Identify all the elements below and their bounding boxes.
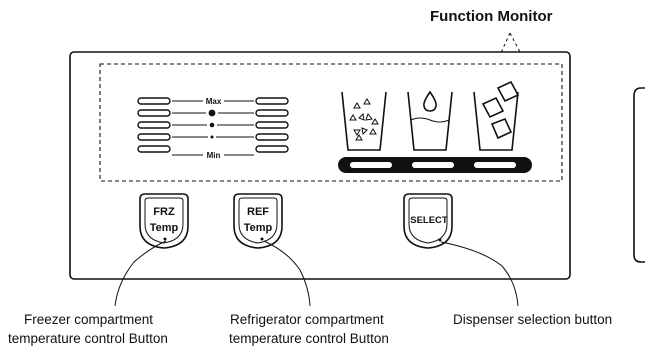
scale-bar	[137, 109, 171, 117]
scale-bar	[137, 145, 171, 153]
water-icon	[407, 90, 453, 151]
dispenser-mode-icons	[341, 80, 520, 151]
scale-bar	[137, 121, 171, 129]
refrigerator-leader-line	[263, 240, 311, 307]
scale-max-label: Max	[206, 97, 222, 106]
indicator-crushed	[350, 162, 392, 168]
cubed-ice-icon	[473, 80, 520, 151]
freezer-caption-line-2: temperature control Button	[8, 331, 168, 346]
freezer-button-label-2: Temp	[150, 222, 179, 234]
level-dot-medium	[209, 122, 215, 128]
scale-bar	[255, 109, 289, 117]
crushed-ice-icon	[341, 91, 387, 151]
dispenser-leader-line	[440, 241, 519, 307]
freezer-temp-button[interactable]: FRZ Temp	[139, 193, 189, 249]
select-button[interactable]: SELECT	[403, 193, 453, 249]
refrigerator-button-label-1: REF	[247, 206, 269, 218]
scale-bar	[255, 97, 289, 105]
freezer-caption-line-1: Freezer compartment	[24, 312, 153, 327]
refrigerator-temp-button[interactable]: REF Temp	[233, 193, 283, 249]
display-area	[99, 63, 563, 182]
freezer-button-indicator	[163, 237, 167, 241]
dispenser-mode-bars	[338, 157, 532, 173]
scale-bar	[137, 133, 171, 141]
freezer-button-label-1: FRZ	[153, 206, 175, 218]
indicator-cubed	[474, 162, 516, 168]
scale-bar	[137, 97, 171, 105]
level-dot-small	[210, 135, 214, 139]
adjacent-panel-edge	[633, 87, 645, 263]
scale-min-label: Min	[207, 151, 221, 160]
scale-bar	[255, 133, 289, 141]
temperature-scale: Max Min	[137, 97, 289, 160]
level-dot-large	[208, 109, 216, 117]
scale-bar	[255, 145, 289, 153]
function-monitor-title: Function Monitor	[430, 8, 553, 25]
indicator-water	[412, 162, 454, 168]
select-button-indicator	[438, 238, 442, 242]
scale-bar	[255, 121, 289, 129]
panel-frame	[69, 51, 571, 280]
refrigerator-button-label-2: Temp	[244, 222, 273, 234]
select-button-label: SELECT	[410, 215, 448, 226]
refrigerator-caption-line-2: temperature control Button	[229, 331, 389, 346]
dispenser-caption-line-1: Dispenser selection button	[453, 312, 612, 327]
refrigerator-button-indicator	[260, 237, 264, 241]
freezer-leader-line	[114, 240, 167, 307]
refrigerator-caption-line-1: Refrigerator compartment	[230, 312, 384, 327]
